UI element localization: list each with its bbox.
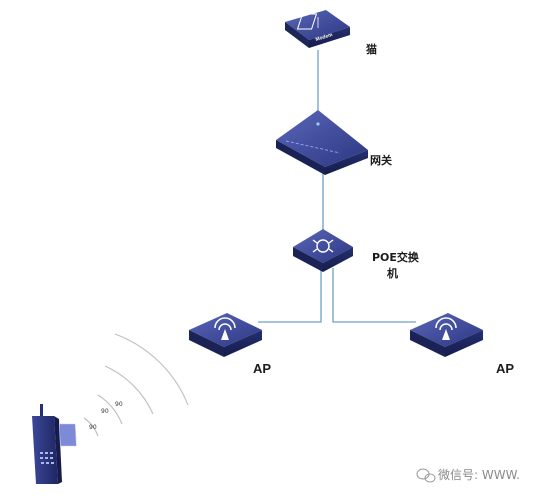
access-point-right-icon [410, 313, 483, 357]
link-switch-ap-left [258, 268, 322, 323]
modem-icon: Modem [285, 10, 350, 48]
signal-wave-inner [97, 394, 123, 425]
poe-switch-label-line2: 机 [387, 267, 398, 280]
switch-icon [293, 229, 353, 272]
router-icon [276, 110, 368, 175]
modem-label: 猫 [366, 43, 377, 56]
signal-waves [83, 333, 189, 437]
signal-label-inner: 90 [89, 424, 97, 431]
signal-label-middle: 90 [101, 408, 109, 415]
signal-wave-middle [104, 365, 154, 415]
gateway-label: 网关 [370, 154, 392, 167]
link-switch-ap-right [332, 268, 416, 323]
signal-wave-core [83, 417, 99, 437]
ap-left-label: AP [253, 361, 272, 376]
poe-switch-label-line1: POE交换 [372, 251, 419, 264]
mobile-phone-icon [32, 404, 77, 484]
signal-label-outer: 90 [115, 401, 123, 408]
modem-device-text: Modem [315, 32, 334, 43]
watermark-text: 微信号: WWW. [438, 468, 520, 482]
connection-lines [258, 50, 416, 323]
wechat-icon [416, 468, 436, 483]
access-point-left-icon [189, 313, 262, 357]
watermark: 微信号: WWW. [420, 466, 520, 483]
signal-wave-outer [114, 333, 189, 406]
ap-right-label: AP [496, 361, 515, 376]
